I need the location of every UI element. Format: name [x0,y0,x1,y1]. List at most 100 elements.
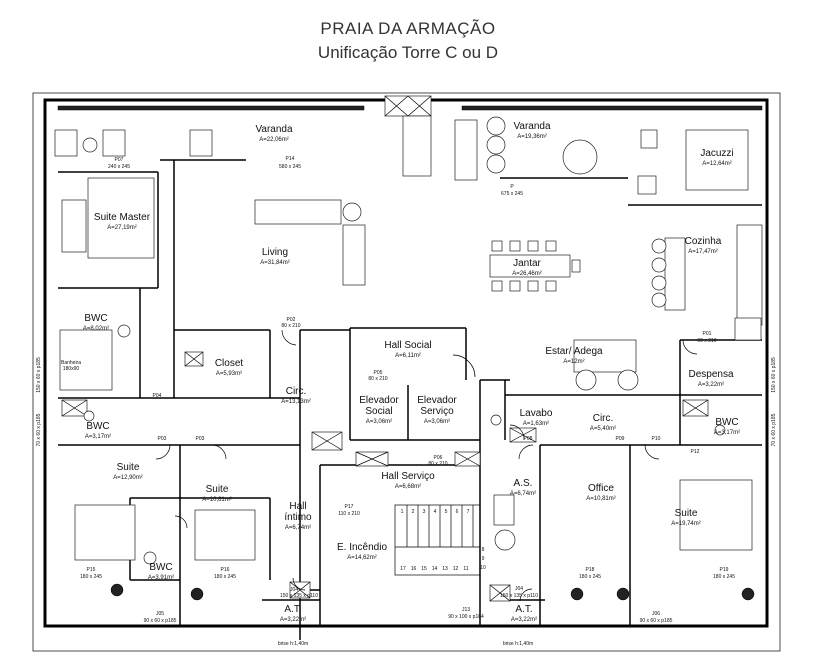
furniture [54,116,763,601]
room-area: A=6,74m² [285,525,311,531]
stair-step-number: 12 [453,566,459,572]
bed [87,177,155,259]
stair-step-number: 2 [412,509,415,515]
bathtub [59,329,113,391]
opening-tag: 90 x 60 x p185 [144,618,177,624]
opening-tag: P17 [345,504,354,510]
round-table [562,139,598,175]
room-area: A=17,47m² [688,249,718,255]
opening-tag: P01 [703,331,712,337]
room-area: A=3,22m² [280,617,306,623]
opening-tag: P16 [221,567,230,573]
room-area: A=10,81m² [586,496,616,502]
dining-table [489,254,571,278]
room-area: A=14,62m² [347,555,377,561]
bed [194,509,256,561]
room-name: BWC [84,313,107,324]
stair-step-number: 3 [423,509,426,515]
room-name: Suite Master [94,212,151,223]
sofa [342,224,366,286]
room-name: A.T. [284,604,301,615]
doors [155,329,698,602]
room-area: A=5,93m² [216,371,242,377]
opening-tag: 150 x 135 x p110 [280,593,318,599]
opening-tag: 580 x 245 [279,164,301,170]
room-name: Office [588,483,614,494]
room-area: A=13,13m² [281,399,311,405]
opening-tag: P15 [87,567,96,573]
stair-step-number: 11 [463,566,468,572]
room-name: Estar/ Adega [545,346,603,357]
room-name: Jacuzzi [700,148,733,159]
room-area: A=1,63m² [523,421,549,427]
opening-tag: 80 x 210 [428,461,447,467]
opening-tag: 80 x 210 [368,376,387,382]
plan-title: PRAIA DA ARMAÇÃO [320,19,496,38]
room-area: A=12m² [563,359,584,365]
room-area: A=3,06m² [366,419,392,425]
opening-tag: P19 [720,567,729,573]
dining-chairs [491,240,581,292]
opening-tag: 180 x 245 [713,574,735,580]
room-area: A=26,46m² [512,271,542,277]
room-name: BWC [715,417,738,428]
stair-step-number: 7 [467,509,470,515]
opening-tag: P05 [374,370,383,376]
opening-tag: J06 [652,611,660,617]
opening-tag: P10 [652,436,661,442]
room-name: Suite [675,508,698,519]
stair-step-number: 5 [445,509,448,515]
stair-step-number: 16 [411,566,417,572]
jacuzzi-tub [685,129,749,191]
stair-step-number: 9 [482,556,485,562]
room-area: A=3,17m² [714,430,740,436]
opening-tag: Banheira [61,360,81,366]
opening-tag: P09 [616,436,625,442]
opening-tag: 90 x 100 x p184 [448,614,484,620]
window-tag: 150 x 60 x p185 [771,357,777,393]
opening-tag: P [510,184,514,190]
room-area: A=12,90m² [113,475,143,481]
room-area: A=10,81m² [202,497,232,503]
room-area: A=3,22m² [511,617,537,623]
room-name: BWC [86,421,109,432]
stair-step-number: 8 [482,547,485,553]
room-name: Circ. [286,386,307,397]
opening-tag: P03 [196,436,205,442]
stair-step-number: 1 [401,509,404,515]
room-name: Hall Serviço [381,471,435,482]
room-name: Varanda [255,124,293,135]
opening-tag: 240 x 245 [108,164,130,170]
stair-step-number: 13 [442,566,448,572]
stair-step-number: 17 [400,566,406,572]
room-area: A=3,17m² [85,434,111,440]
room-name: A.S. [514,478,533,489]
room-name: Living [262,247,288,258]
sofa [254,199,342,225]
room-name: Despensa [688,369,733,380]
window-tag: 150 x 60 x p185 [36,357,42,393]
bed [679,479,753,551]
opening-tag: J13 [462,607,470,613]
opening-tag: 180 x 245 [579,574,601,580]
stair-step-number: 4 [434,509,437,515]
room-labels: VarandaA=22,06m²VarandaA=19,36m²JacuzziA… [83,121,740,623]
opening-tag: J05 [156,611,164,617]
staircase [394,504,481,576]
room-area: A=22,06m² [259,137,289,143]
opening-tag: brise h:1,40m [503,641,533,647]
room-area: A=12,64m² [702,161,732,167]
room-area: A=6,68m² [395,484,421,490]
room-name: BWC [149,562,172,573]
service-shafts [61,95,709,602]
opening-tag: 60 x 210 [697,338,716,344]
opening-tag: 110 x 210 [338,511,360,517]
room-area: A=19,74m² [671,521,701,527]
side-table [342,202,362,222]
